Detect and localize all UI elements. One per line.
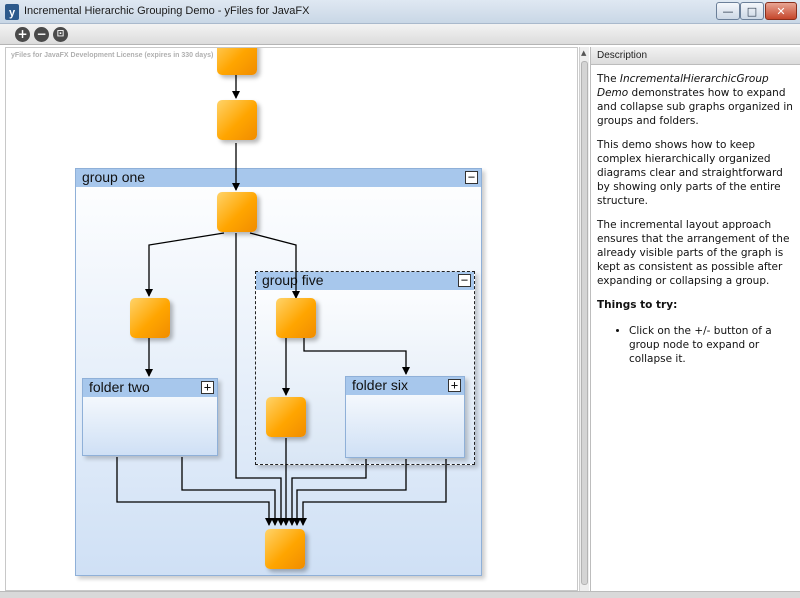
fit-content-icon[interactable]: ⊡: [53, 27, 68, 42]
node-group-one-entry[interactable]: [217, 192, 257, 232]
edge: [145, 232, 225, 297]
group-five-collapse-button[interactable]: −: [458, 274, 471, 287]
folder-two-header: [83, 379, 217, 397]
node-left-branch[interactable]: [130, 298, 170, 338]
toolbar: + − ⊡: [0, 24, 800, 45]
group-five-label: group five: [262, 272, 324, 288]
yfiles-app-icon: y: [5, 4, 19, 20]
folder-six-header: [346, 377, 464, 395]
things-to-try-list: Click on the +/- button of a group node …: [629, 324, 793, 366]
edge: [249, 232, 300, 299]
group-five-header: [256, 272, 474, 290]
description-panel: Description The IncrementalHierarchicGro…: [590, 47, 800, 591]
edge: [181, 457, 279, 526]
things-to-try-heading: Things to try:: [597, 299, 678, 311]
group-one-label: group one: [82, 169, 146, 185]
description-paragraph-2: This demo shows how to keep complex hier…: [597, 139, 783, 207]
demo-name: IncrementalHierarchicGroup Demo: [597, 73, 769, 99]
canvas-vertical-scrollbar[interactable]: ▲: [579, 47, 589, 591]
edge: [235, 233, 285, 526]
bottom-edge: [0, 591, 800, 598]
folder-six[interactable]: folder six +: [345, 376, 465, 458]
folder-two-expand-button[interactable]: +: [201, 381, 214, 394]
maximize-button[interactable]: □: [740, 2, 764, 20]
graph-canvas[interactable]: yFiles for JavaFX Development License (e…: [5, 47, 578, 591]
zoom-in-icon[interactable]: +: [15, 27, 30, 42]
description-header: Description: [591, 47, 800, 65]
close-button[interactable]: ✕: [765, 2, 797, 20]
folder-six-expand-button[interactable]: +: [448, 379, 461, 392]
group-one-collapse-button[interactable]: −: [465, 171, 478, 184]
folder-two[interactable]: folder two +: [82, 378, 218, 456]
node-second[interactable]: [217, 100, 257, 140]
edge: [303, 338, 410, 375]
graph-edges: [116, 75, 447, 526]
description-paragraph-3: The incremental layout approach ensures …: [597, 219, 790, 287]
node-group-five-entry[interactable]: [276, 298, 316, 338]
edge: [293, 459, 407, 526]
svg-text:y: y: [9, 7, 16, 19]
title-bar: y Incremental Hierarchic Grouping Demo -…: [0, 0, 800, 24]
node-top-partial[interactable]: [217, 48, 257, 75]
license-watermark: yFiles for JavaFX Development License (e…: [11, 52, 214, 59]
scroll-thumb[interactable]: [581, 61, 588, 585]
zoom-out-icon[interactable]: −: [34, 27, 49, 42]
description-paragraph-1: The IncrementalHierarchicGroup Demo demo…: [597, 73, 793, 127]
edge: [116, 457, 273, 526]
edge: [288, 459, 367, 526]
list-item: Click on the +/- button of a group node …: [629, 324, 793, 366]
node-sink[interactable]: [265, 529, 305, 569]
folder-two-label: folder two: [89, 379, 150, 395]
description-body: The IncrementalHierarchicGroup Demo demo…: [597, 72, 793, 366]
edge: [299, 459, 447, 526]
scroll-up-arrow-icon[interactable]: ▲: [581, 49, 587, 57]
folder-six-label: folder six: [352, 377, 409, 393]
window-title: Incremental Hierarchic Grouping Demo - y…: [24, 5, 310, 17]
group-one-header: [76, 169, 481, 187]
node-group-five-lower[interactable]: [266, 397, 306, 437]
minimize-button[interactable]: —: [716, 2, 740, 20]
